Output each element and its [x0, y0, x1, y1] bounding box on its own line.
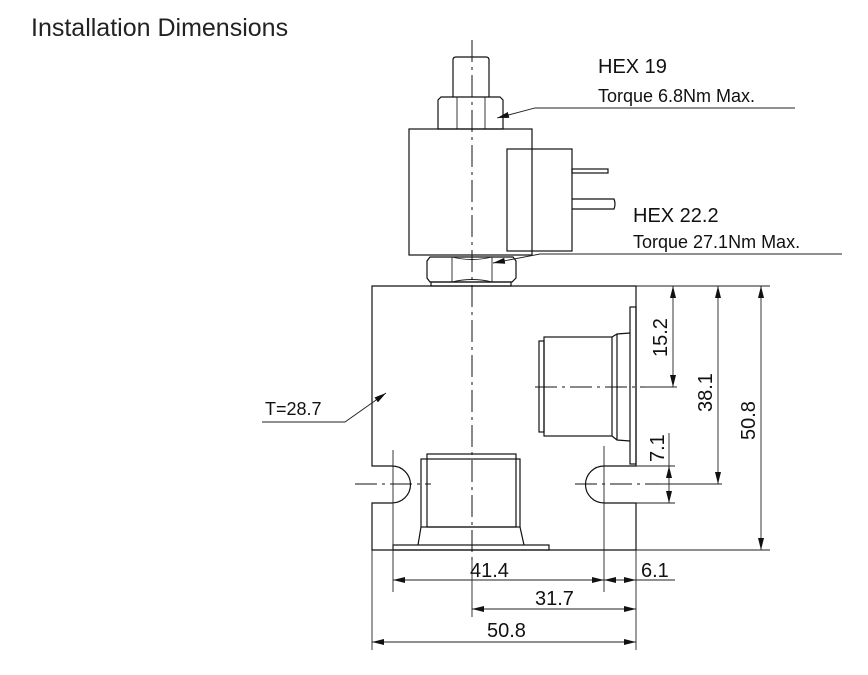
svg-text:Torque 6.8Nm Max.: Torque 6.8Nm Max. — [598, 86, 755, 106]
dimension-7-1: 7.1 — [647, 433, 672, 503]
electrical-connector — [506, 148, 616, 252]
svg-text:7.1: 7.1 — [647, 434, 669, 462]
solenoid-coil — [408, 128, 533, 256]
dimension-50-8-height: 50.8 — [738, 286, 764, 550]
svg-text:50.8: 50.8 — [738, 401, 760, 440]
hex-nut-top — [437, 96, 504, 130]
callout-thickness: T=28.7 — [262, 392, 387, 423]
valve-body — [371, 285, 637, 551]
svg-text:38.1: 38.1 — [695, 373, 717, 412]
page-title: Installation Dimensions — [31, 14, 289, 42]
extension-lines — [371, 285, 770, 650]
svg-text:31.7: 31.7 — [535, 588, 574, 610]
svg-text:T=28.7: T=28.7 — [265, 399, 322, 419]
valve-stem — [452, 56, 490, 97]
dimension-41-4: 41.4 — [393, 560, 604, 583]
callout-hex-bottom: HEX 22.2 Torque 27.1Nm Max. — [492, 205, 842, 264]
svg-text:HEX 22.2: HEX 22.2 — [633, 205, 719, 227]
svg-text:15.2: 15.2 — [650, 318, 672, 357]
bottom-port-fitting — [392, 453, 550, 551]
dimension-38-1: 38.1 — [695, 286, 721, 484]
dimension-31-7: 31.7 — [472, 588, 636, 612]
svg-text:HEX 19: HEX 19 — [598, 56, 667, 78]
svg-text:50.8: 50.8 — [487, 620, 526, 642]
svg-text:Torque 27.1Nm Max.: Torque 27.1Nm Max. — [633, 232, 800, 252]
svg-text:41.4: 41.4 — [470, 560, 509, 582]
dimension-50-8-width: 50.8 — [372, 620, 636, 645]
svg-text:6.1: 6.1 — [641, 560, 669, 582]
dimension-6-1: 6.1 — [604, 560, 675, 583]
callout-hex-top: HEX 19 Torque 6.8Nm Max. — [496, 56, 795, 119]
side-port-fitting — [538, 306, 637, 465]
dimension-15-2: 15.2 — [650, 286, 676, 387]
